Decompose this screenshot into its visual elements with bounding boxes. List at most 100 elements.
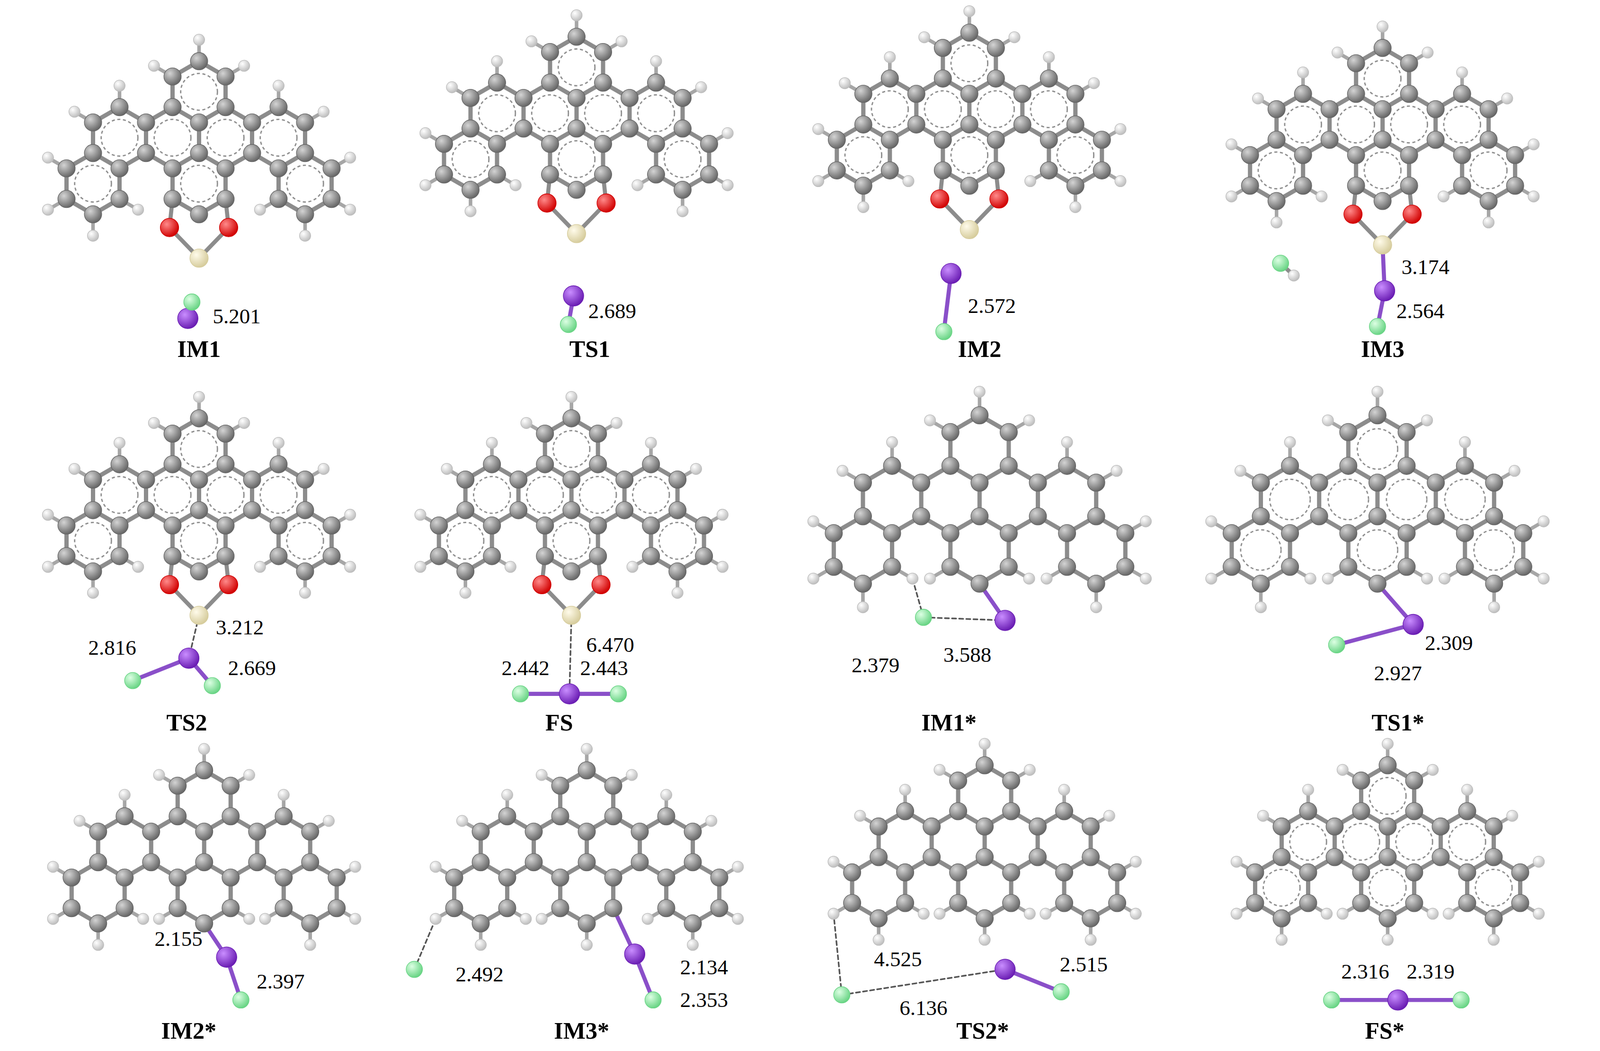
atom-c xyxy=(1325,848,1344,866)
atom-c xyxy=(216,190,235,208)
atom-c xyxy=(1479,192,1498,210)
atom-h xyxy=(1537,572,1550,585)
distance-line xyxy=(833,913,842,995)
atom-c xyxy=(1272,817,1291,836)
atom-i xyxy=(624,943,645,965)
atom-c xyxy=(1066,177,1085,195)
atom-c xyxy=(1058,558,1076,576)
atom-c xyxy=(562,501,581,519)
atom-h xyxy=(68,106,80,118)
atom-c xyxy=(137,144,155,162)
atom-h xyxy=(1061,436,1073,448)
atom-c xyxy=(854,115,872,134)
atom-c xyxy=(933,161,952,180)
atom-c xyxy=(243,501,261,519)
aromatic-ring xyxy=(180,522,218,560)
atom-c xyxy=(296,144,314,162)
atom-h xyxy=(1114,123,1127,135)
atom-c xyxy=(880,131,899,149)
aromatic-ring xyxy=(552,430,590,468)
atom-h xyxy=(857,601,869,614)
aromatic-ring xyxy=(1337,106,1375,143)
atom-c xyxy=(1055,894,1074,912)
atom-c xyxy=(1339,558,1358,576)
atom-c xyxy=(57,516,76,535)
atom-h xyxy=(1321,907,1333,920)
atom-c xyxy=(1299,863,1317,881)
atom-h xyxy=(1427,764,1439,776)
atom-h xyxy=(732,913,744,925)
atom-c xyxy=(1000,457,1018,475)
atom-o xyxy=(1343,204,1363,224)
atom-c xyxy=(970,507,989,525)
atom-c xyxy=(923,848,941,866)
atom-c xyxy=(589,455,607,473)
atom-c xyxy=(854,177,872,195)
atom-c xyxy=(674,181,692,199)
atom-h xyxy=(1422,46,1434,59)
atom-h xyxy=(1088,77,1100,89)
atom-c xyxy=(1378,817,1397,836)
atom-c xyxy=(674,119,692,138)
atom-c xyxy=(57,190,76,208)
atom-c xyxy=(1281,524,1299,543)
atom-c xyxy=(462,89,480,107)
atom-c xyxy=(621,89,639,107)
aromatic-ring xyxy=(180,165,218,203)
atom-h xyxy=(193,34,205,46)
atom-c xyxy=(912,507,931,525)
state-label: IM1 xyxy=(177,337,222,361)
aromatic-ring xyxy=(1328,479,1369,520)
atom-c xyxy=(631,853,649,872)
atom-h xyxy=(1315,190,1328,203)
atom-h xyxy=(1488,933,1500,946)
atom-c xyxy=(1456,524,1474,543)
atom-cl xyxy=(1323,991,1340,1008)
atom-c xyxy=(57,159,76,178)
atom-h xyxy=(323,815,335,827)
atom-c xyxy=(471,914,490,933)
atom-h xyxy=(1226,138,1238,151)
distance-label: 3.212 xyxy=(215,616,264,639)
atom-c xyxy=(322,190,341,208)
atom-c xyxy=(1405,772,1423,790)
atom-c xyxy=(462,119,480,138)
atom-i xyxy=(563,285,584,306)
atom-c xyxy=(1373,39,1392,57)
atom-h xyxy=(918,31,931,44)
atom-h xyxy=(978,737,991,750)
aromatic-ring xyxy=(74,165,112,203)
atom-h xyxy=(238,60,250,72)
atom-c xyxy=(190,52,208,71)
atom-c xyxy=(84,113,102,132)
atom-c xyxy=(445,868,463,887)
atom-h xyxy=(1439,572,1451,585)
atom-h xyxy=(1336,764,1349,776)
atom-c xyxy=(1368,406,1387,425)
atom-h xyxy=(1023,572,1035,585)
atom-c xyxy=(986,131,1005,149)
distance-label: 2.379 xyxy=(851,654,900,676)
atom-h xyxy=(344,204,356,216)
atom-s xyxy=(562,605,581,625)
atom-c xyxy=(1368,575,1387,593)
atom-h xyxy=(509,179,522,191)
atom-c xyxy=(1000,423,1018,441)
atom-h xyxy=(243,913,256,925)
atom-c xyxy=(642,516,660,535)
atom-c xyxy=(57,547,76,565)
atom-c xyxy=(456,471,475,489)
atom-h xyxy=(1058,783,1070,796)
atom-c xyxy=(1368,473,1387,492)
atom-c xyxy=(275,868,293,887)
atom-c xyxy=(1400,177,1418,195)
aromatic-ring xyxy=(531,94,569,132)
atom-h xyxy=(1382,933,1394,946)
atom-c xyxy=(328,868,346,887)
atom-c xyxy=(483,547,501,565)
atom-h xyxy=(565,391,578,403)
atom-c xyxy=(115,868,134,887)
atom-cl xyxy=(512,685,529,702)
atom-c xyxy=(604,807,623,826)
atom-c xyxy=(296,205,314,223)
